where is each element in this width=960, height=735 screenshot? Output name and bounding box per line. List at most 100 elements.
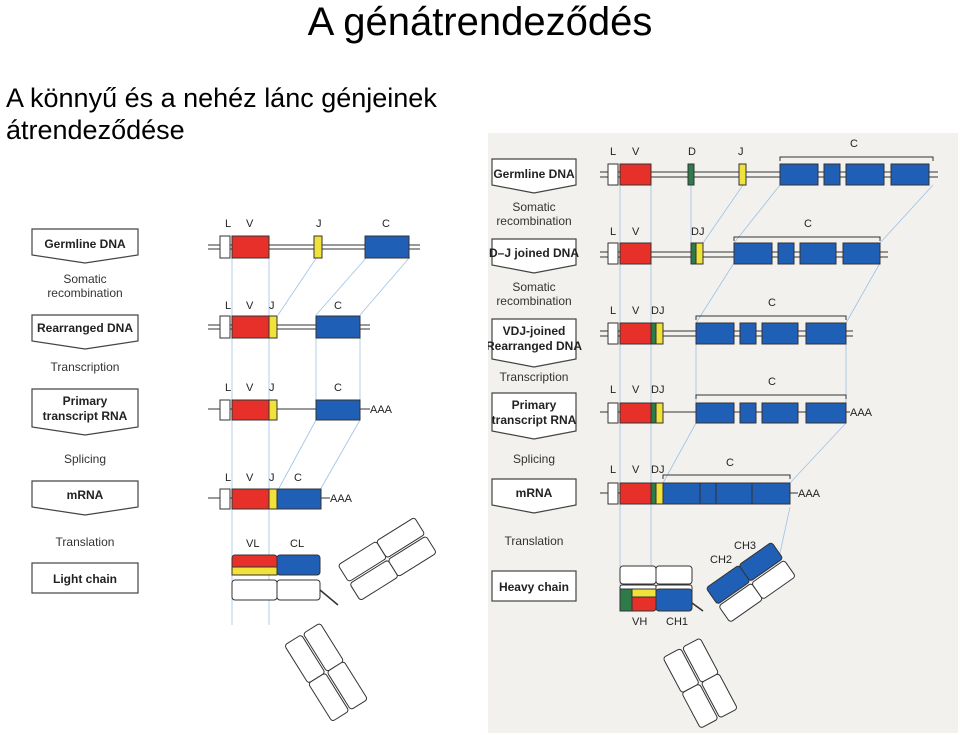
segment-label: J bbox=[269, 472, 275, 484]
segment-label: L bbox=[225, 218, 231, 230]
segment-label: V bbox=[632, 384, 640, 396]
segment-label: L bbox=[610, 226, 616, 238]
c-exon bbox=[778, 243, 794, 264]
light-stage-rearranged: Rearranged DNA bbox=[32, 315, 138, 349]
step-label: Splicing bbox=[64, 452, 106, 466]
j-segment bbox=[269, 489, 277, 509]
domain-label: CL bbox=[290, 538, 304, 550]
segment-label: V bbox=[246, 382, 254, 394]
segment-label: V bbox=[632, 305, 640, 317]
d-segment bbox=[688, 164, 694, 185]
c-segment bbox=[277, 489, 321, 509]
segment-label: D bbox=[688, 146, 696, 158]
stage-label: Germline DNA bbox=[44, 237, 126, 251]
c-segment bbox=[316, 316, 360, 338]
step-label: Somatic bbox=[512, 280, 555, 294]
slide-title: A génátrendeződés bbox=[0, 0, 960, 44]
c-exon bbox=[762, 403, 798, 423]
segment-label: J bbox=[269, 382, 275, 394]
d-segment bbox=[651, 403, 656, 423]
c-exon bbox=[700, 483, 716, 504]
heavy-stage-primary: Primary transcript RNA bbox=[492, 393, 577, 439]
leader-segment bbox=[220, 489, 230, 509]
stage-label-line: Primary bbox=[63, 394, 108, 408]
segment-label: L bbox=[610, 464, 616, 476]
segment-label: L bbox=[610, 384, 616, 396]
v-segment bbox=[232, 400, 269, 420]
domain-label: CH3 bbox=[734, 540, 756, 552]
polya-label: AAA bbox=[330, 493, 353, 505]
segment-label: V bbox=[632, 146, 640, 158]
domain-label: VL bbox=[246, 538, 259, 550]
j-segment bbox=[269, 316, 277, 338]
light-chain-protein: VL CL bbox=[232, 517, 437, 721]
c-exon bbox=[752, 483, 790, 504]
segment-label: V bbox=[246, 472, 254, 484]
c-exon bbox=[740, 323, 756, 344]
leader-segment bbox=[220, 400, 230, 420]
v-segment bbox=[232, 236, 269, 258]
leader-segment bbox=[220, 236, 230, 258]
slide-subtitle: A könnyű és a nehéz lánc génjeinek átren… bbox=[6, 82, 437, 146]
c-exon bbox=[663, 483, 700, 504]
j-segment bbox=[696, 243, 703, 264]
v-segment bbox=[620, 164, 651, 185]
subtitle-line-1: A könnyű és a nehéz lánc génjeinek bbox=[6, 82, 437, 114]
heavy-stage-vdj: VDJ-joined Rearranged DNA bbox=[488, 319, 582, 367]
c-exon bbox=[846, 164, 884, 185]
c-exon bbox=[696, 323, 734, 344]
c-exon bbox=[762, 323, 798, 344]
step-label: Transcription bbox=[500, 370, 569, 384]
segment-label: D bbox=[691, 226, 699, 238]
segment-label: DJ bbox=[651, 464, 664, 476]
leader-segment bbox=[608, 164, 618, 185]
light-stage-mrna: mRNA bbox=[32, 481, 138, 515]
j-segment bbox=[656, 403, 663, 423]
subtitle-line-2: átrendeződése bbox=[6, 114, 437, 146]
j-segment bbox=[314, 236, 322, 258]
light-stage-primary: Primary transcript RNA bbox=[32, 389, 138, 435]
leader-segment bbox=[608, 483, 618, 504]
segment-label: C bbox=[726, 457, 734, 469]
heavy-stage-germline: Germline DNA bbox=[492, 159, 576, 193]
polya-label: AAA bbox=[370, 404, 393, 416]
c-exon bbox=[843, 243, 880, 264]
stage-label: mRNA bbox=[516, 486, 553, 500]
stage-label: Rearranged DNA bbox=[37, 321, 133, 335]
step-label: Somatic bbox=[512, 200, 555, 214]
stage-label-line: Primary bbox=[512, 398, 557, 412]
segment-label: C bbox=[382, 218, 390, 230]
c-exon bbox=[806, 323, 846, 344]
heavy-stage-chain: Heavy chain bbox=[492, 571, 576, 601]
step-label: Somaticrecombination bbox=[47, 272, 122, 300]
v-segment bbox=[232, 316, 269, 338]
segment-label: L bbox=[225, 472, 231, 484]
v-segment bbox=[620, 403, 651, 423]
segment-label: DJ bbox=[651, 305, 664, 317]
segment-label: V bbox=[246, 300, 254, 312]
segment-label: V bbox=[246, 218, 254, 230]
stage-label: Light chain bbox=[53, 572, 117, 586]
step-label: recombination bbox=[496, 294, 571, 308]
segment-label: C bbox=[294, 472, 302, 484]
segment-label: C bbox=[334, 382, 342, 394]
d-segment bbox=[651, 483, 656, 504]
light-primary-row: L V J C AAA bbox=[208, 382, 393, 420]
domain-label: CH2 bbox=[710, 554, 732, 566]
segment-label: C bbox=[850, 138, 858, 150]
heavy-chain-diagram: Germline DNA Somatic recombination D–J j… bbox=[488, 133, 958, 733]
segment-label: L bbox=[610, 305, 616, 317]
j-segment bbox=[656, 323, 663, 344]
v-segment bbox=[620, 243, 651, 264]
stage-label-line: transcript RNA bbox=[43, 409, 128, 423]
j-segment bbox=[739, 164, 746, 185]
leader-segment bbox=[220, 316, 230, 338]
light-mrna-row: L V J C AAA bbox=[208, 472, 353, 509]
segment-label: L bbox=[610, 146, 616, 158]
stage-label: mRNA bbox=[67, 488, 104, 502]
step-label: Transcription bbox=[51, 360, 120, 374]
segment-label: L bbox=[225, 382, 231, 394]
domain-label: VH bbox=[632, 616, 647, 628]
segment-label: J bbox=[316, 218, 322, 230]
light-chain-diagram: Germline DNA Somaticrecombination Rearra… bbox=[20, 205, 450, 725]
